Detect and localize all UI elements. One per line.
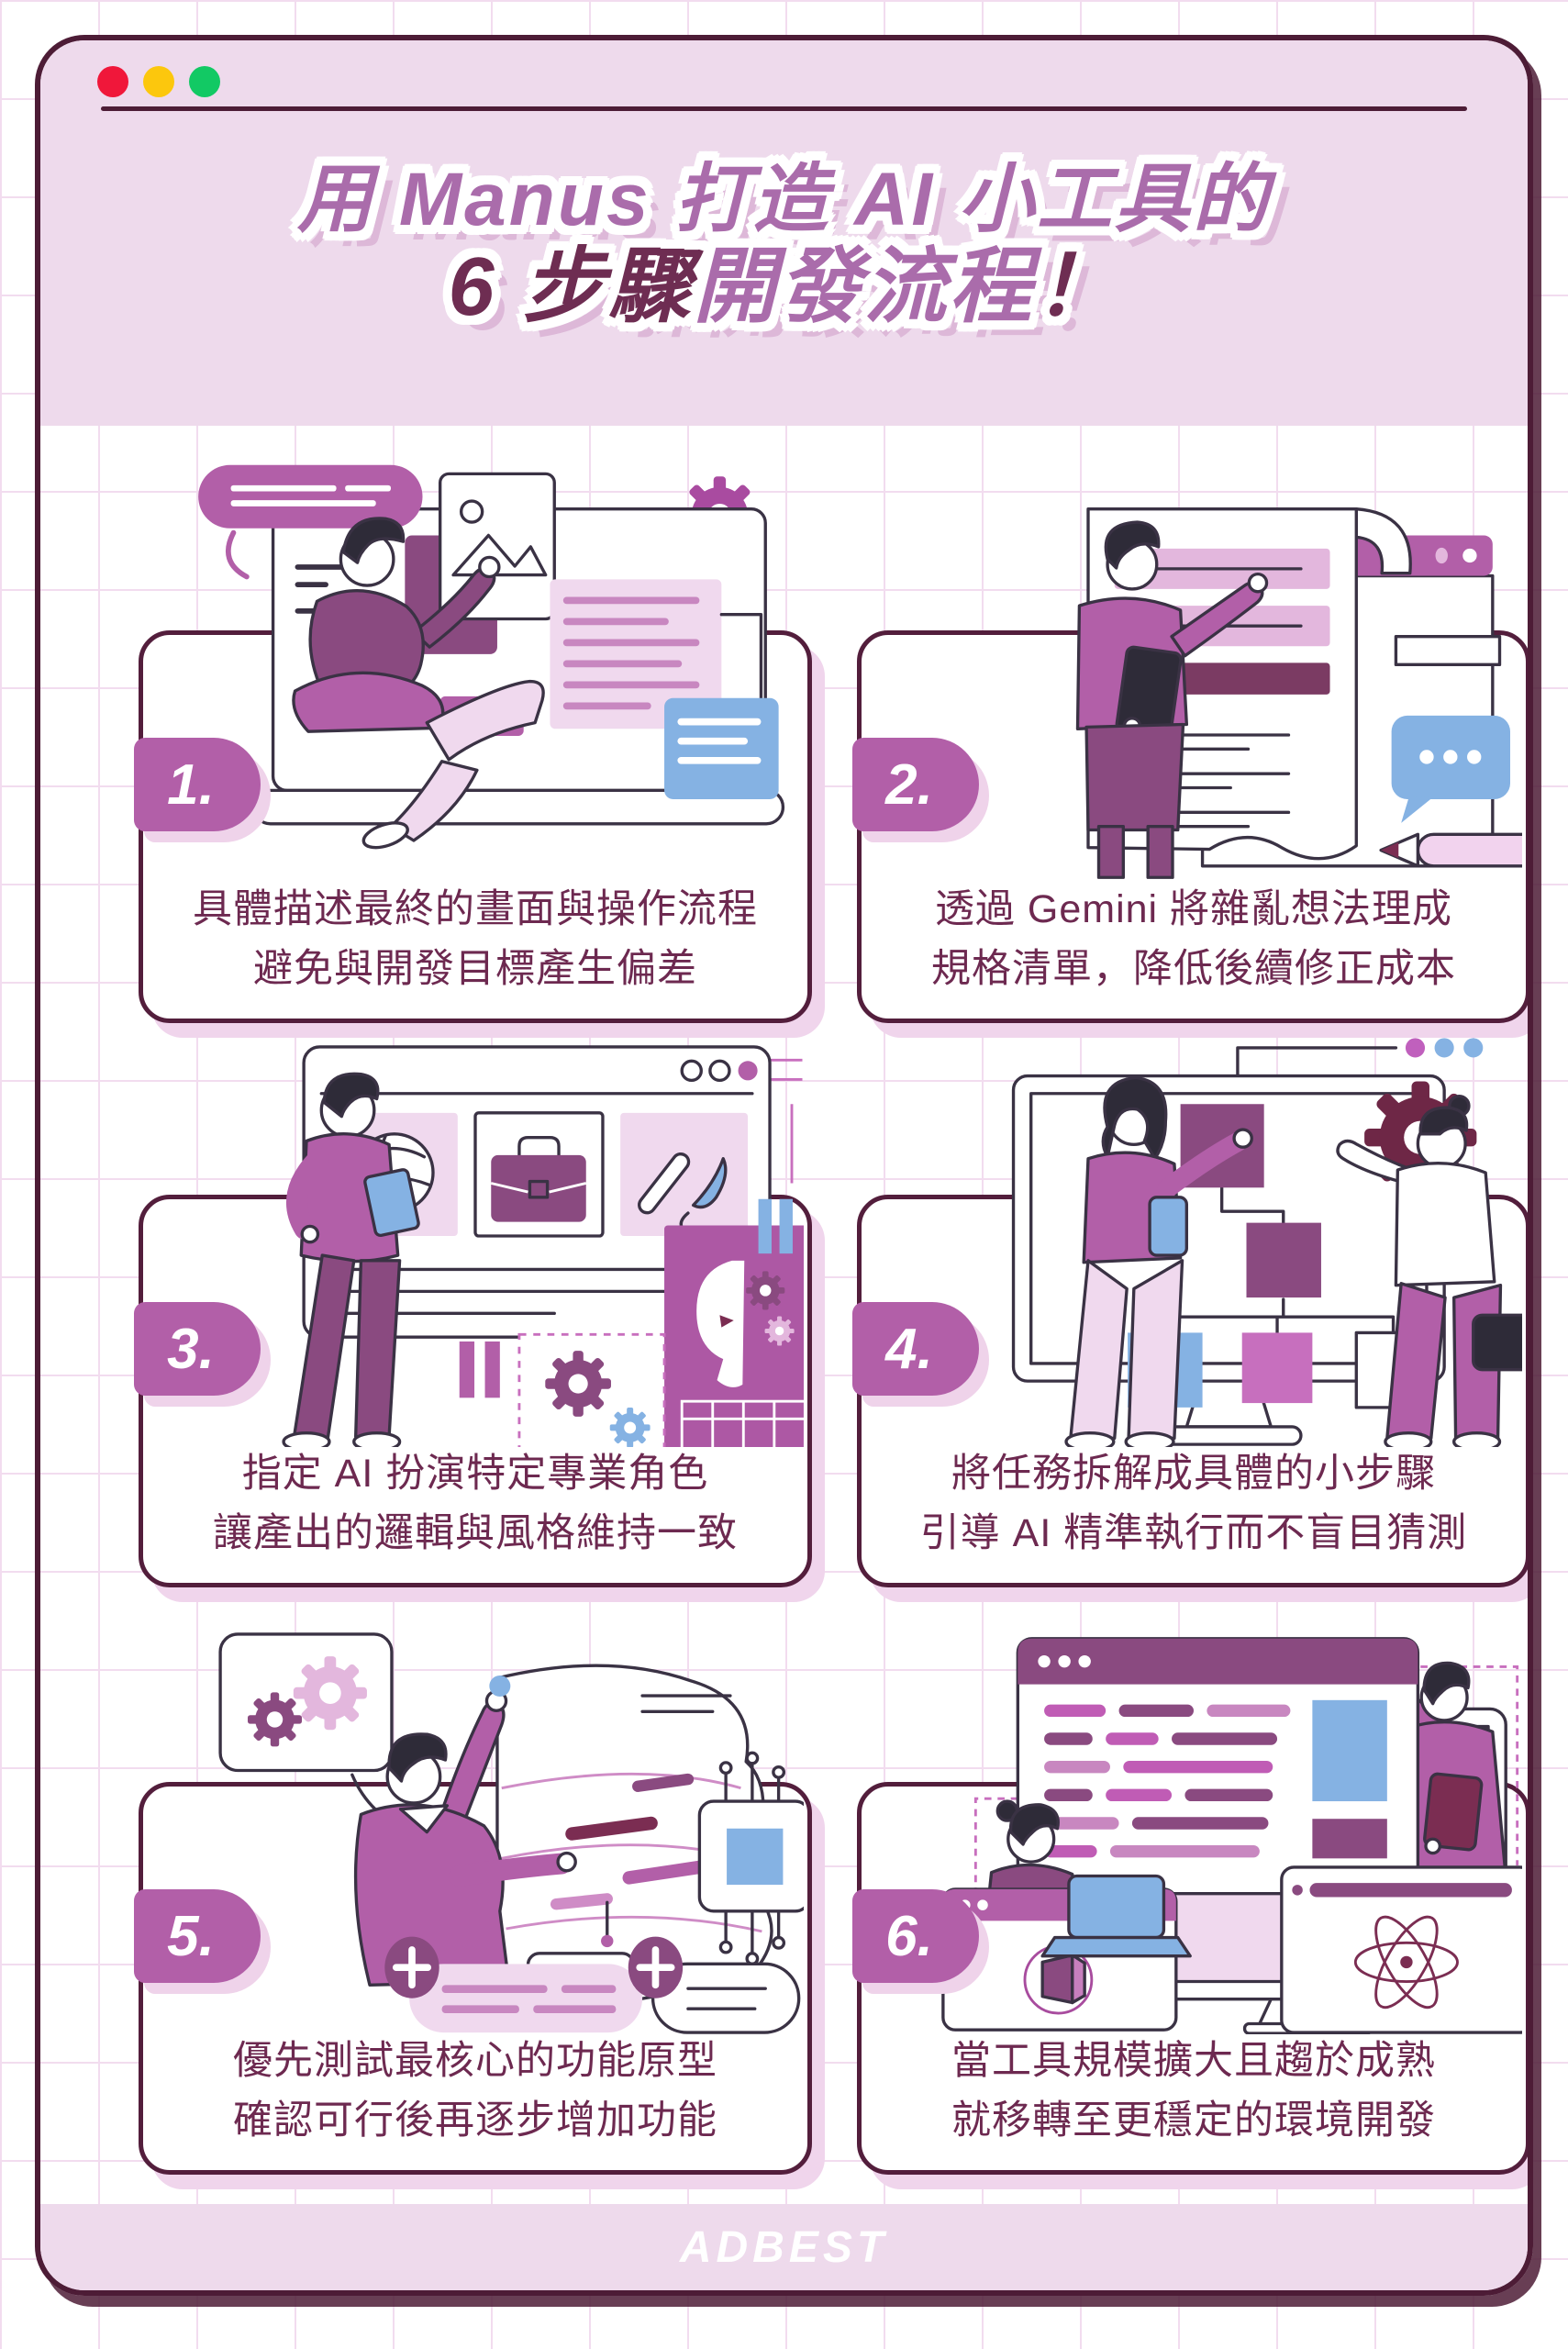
step-6-line-1: 當工具規模擴大且趨於成熟	[951, 2039, 1436, 2083]
dots-decoration	[1236, 1038, 1484, 1078]
step-4-badge: 4.	[852, 1302, 979, 1396]
step-5-illustration	[147, 1612, 804, 2034]
step-1-number: 1.	[167, 752, 215, 817]
chat-bubble-icon	[1391, 715, 1510, 823]
step-2-badge: 2.	[852, 738, 979, 831]
step-4-illustration	[865, 1025, 1522, 1447]
step-card-4: 4. 將任務拆解成具體的小步驟 引導 AI 精準執行而不盲目猜測	[852, 1038, 1528, 1587]
title-exclamation: ！	[1034, 240, 1120, 333]
role-card-briefcase	[473, 1111, 605, 1238]
browser-window: 用 Manus 打造 AI 小工具的 6 步驟開發流程！	[35, 35, 1533, 2296]
step-4-number: 4.	[885, 1317, 933, 1381]
title-block: 用 Manus 打造 AI 小工具的 6 步驟開發流程！	[40, 158, 1528, 333]
person	[1075, 520, 1269, 879]
step-2-line-1: 透過 Gemini 將雜亂想法理成	[934, 887, 1453, 931]
step-2-illustration	[865, 461, 1522, 883]
title-suffix: 開發流程	[693, 240, 1035, 333]
close-button-icon	[97, 66, 128, 97]
step-1-badge: 1.	[134, 738, 261, 831]
step-1-illustration	[147, 461, 804, 883]
code-lines	[1044, 1704, 1291, 1858]
step-6-number: 6.	[885, 1904, 933, 1968]
step-5-text: 優先測試最核心的功能原型 確認可行後再逐步增加功能	[143, 2032, 807, 2150]
step-4-line-1: 將任務拆解成具體的小步驟	[951, 1452, 1436, 1496]
step-3-text: 指定 AI 扮演特定專業角色 讓產出的邏輯與風格維持一致	[143, 1444, 807, 1563]
step-3-line-2: 讓產出的邏輯與風格維持一致	[213, 1510, 738, 1555]
step-card-1: 1. 具體描述最終的畫面與操作流程 避免與開發目標產生偏差	[134, 461, 812, 1023]
step-1-line-1: 具體描述最終的畫面與操作流程	[193, 887, 758, 931]
sticky-note-blue	[664, 697, 779, 799]
person	[282, 1072, 420, 1447]
text-block-pink	[550, 579, 763, 729]
pause-bars	[459, 1198, 793, 1398]
step-card-3: 3. 指定 AI 扮演特定專業角色 讓產出的邏輯與風格維持一致	[134, 1045, 812, 1587]
person	[353, 1675, 577, 1987]
step-1-line-2: 避免與開發目標產生偏差	[253, 946, 697, 991]
step-4-text: 將任務拆解成具體的小步驟 引導 AI 精準執行而不盲目猜測	[862, 1444, 1526, 1563]
atom-icon	[1353, 1915, 1459, 2009]
step-2-text: 透過 Gemini 將雜亂想法理成 規格清單，降低後續修正成本	[862, 880, 1526, 998]
step-3-badge: 3.	[134, 1302, 261, 1396]
step-6-illustration	[865, 1612, 1522, 2034]
person	[292, 517, 545, 850]
minimize-button-icon	[143, 66, 174, 97]
step-1-text: 具體描述最終的畫面與操作流程 避免與開發目標產生偏差	[143, 880, 807, 998]
page-title-line-2: 6 步驟開發流程！	[40, 240, 1528, 333]
curved-prototype-sheet	[495, 1664, 774, 2005]
step-4-line-2: 引導 AI 精準執行而不盲目猜測	[919, 1510, 1468, 1555]
app-window-right	[1280, 1865, 1522, 2034]
gears-dashed-box	[517, 1332, 666, 1447]
brand-logo: ADBEST	[679, 2222, 889, 2272]
role-card-design	[620, 1112, 749, 1236]
window-controls	[97, 66, 220, 97]
speech-bubble	[198, 464, 423, 580]
step-6-text: 當工具規模擴大且趨於成熟 就移轉至更穩定的環境開發	[862, 2032, 1526, 2150]
step-5-line-1: 優先測試最核心的功能原型	[233, 2039, 717, 2083]
step-card-2: 2. 透過 Gemini 將雜亂想法理成 規格清單，降低後續修正成本	[852, 507, 1528, 1023]
step-3-illustration	[147, 1025, 804, 1447]
step-5-number: 5.	[167, 1904, 215, 1968]
footer-band: ADBEST	[40, 2204, 1528, 2290]
window-header: 用 Manus 打造 AI 小工具的 6 步驟開發流程！	[40, 40, 1528, 426]
laptop-icon	[1040, 1874, 1192, 1958]
step-3-number: 3.	[167, 1317, 215, 1381]
step-2-line-2: 規格清單，降低後續修正成本	[931, 946, 1456, 991]
step-6-line-2: 就移轉至更穩定的環境開發	[951, 2098, 1436, 2143]
settings-box	[218, 1632, 414, 1834]
zoom-button-icon	[189, 66, 220, 97]
step-5-line-2: 確認可行後再逐步增加功能	[233, 2098, 717, 2143]
step-3-line-1: 指定 AI 扮演特定專業角色	[241, 1452, 709, 1496]
page-title-line-1: 用 Manus 打造 AI 小工具的	[297, 158, 1271, 241]
person-right	[1336, 1094, 1522, 1447]
step-card-5: 5. 優先測試最核心的功能原型 確認可行後再逐步增加功能	[134, 1632, 812, 2175]
person-left	[1064, 1075, 1253, 1447]
step-2-number: 2.	[885, 752, 933, 817]
code-editor-window	[1016, 1637, 1420, 1896]
pencil-icon	[1379, 832, 1522, 868]
ai-face-panel	[664, 1225, 804, 1447]
chip-icon	[697, 1751, 804, 1966]
step-6-badge: 6.	[852, 1889, 979, 1983]
header-divider	[101, 106, 1467, 111]
step-card-6: 6. 當工具規模擴大且趨於成熟 就移轉至更穩定的環境開發	[852, 1637, 1528, 2175]
add-feature-bubbles	[384, 1936, 801, 2034]
step-5-badge: 5.	[134, 1889, 261, 1983]
title-step-count: 6 步驟	[448, 240, 694, 333]
